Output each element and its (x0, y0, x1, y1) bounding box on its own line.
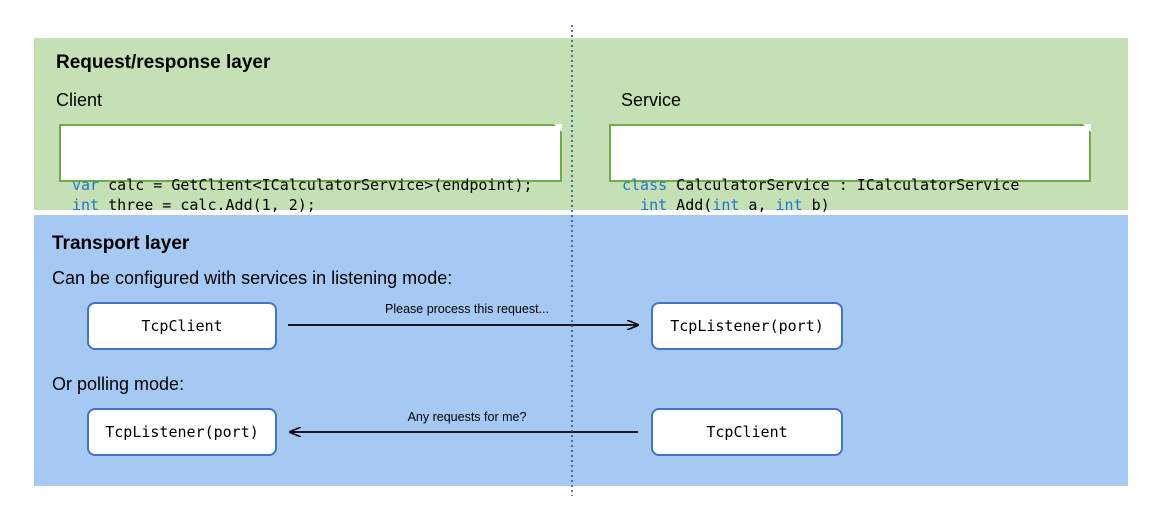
code-keyword: int (775, 196, 803, 214)
client-code-line: int three = calc.Add(1, 2); (72, 195, 560, 215)
client-code-box: var calc = GetClient<ICalculatorService>… (59, 124, 562, 214)
transport-layer-title: Transport layer (52, 233, 190, 254)
service-code-line: class CalculatorService : ICalculatorSer… (622, 175, 1089, 195)
polling-service-node: TcpClient (651, 408, 843, 456)
request-response-layer-title: Request/response layer (56, 52, 271, 73)
listening-mode-caption: Can be configured with services in liste… (52, 268, 453, 288)
code-text: calc = GetClient<ICalculatorService>(end… (99, 176, 533, 194)
polling-arrow-label: Any requests for me? (407, 410, 527, 424)
service-code-line: int Add(int a, int b) (622, 195, 1089, 215)
code-text: Add( (667, 196, 713, 214)
client-label: Client (56, 90, 103, 110)
code-keyword: int (640, 196, 668, 214)
folded-corner (1083, 124, 1091, 132)
polling-mode-caption: Or polling mode: (52, 374, 185, 394)
listening-client-node: TcpClient (87, 302, 277, 350)
service-label: Service (621, 90, 682, 110)
folded-corner (554, 124, 562, 132)
code-keyword: class (622, 176, 668, 194)
code-keyword: int (712, 196, 740, 214)
code-text: b) (802, 196, 830, 214)
code-keyword: int (72, 196, 100, 214)
listening-service-node: TcpListener(port) (651, 302, 843, 350)
client-code-line: var calc = GetClient<ICalculatorService>… (72, 175, 560, 195)
polling-client-node: TcpListener(port) (87, 408, 277, 456)
service-code-box: class CalculatorService : ICalculatorSer… (609, 124, 1091, 214)
code-text: a, (739, 196, 776, 214)
code-text: three = calc.Add(1, 2); (99, 196, 316, 214)
listening-arrow-label: Please process this request... (385, 302, 549, 316)
code-text: CalculatorService : ICalculatorService (667, 176, 1020, 194)
code-keyword: var (72, 176, 100, 194)
